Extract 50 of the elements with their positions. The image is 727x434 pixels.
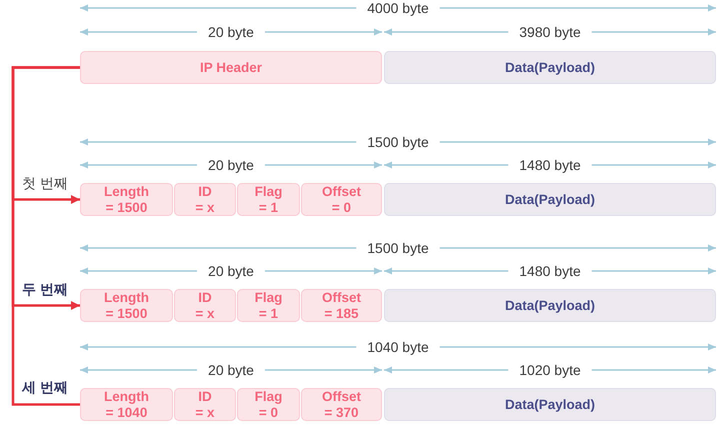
payload-box <box>384 289 716 322</box>
field-label: ID = x <box>194 290 216 322</box>
dimension-label: 20 byte <box>208 157 254 173</box>
field-label: Offset = 370 <box>322 388 361 420</box>
header-field-box <box>174 289 236 322</box>
header-field-box <box>237 289 300 322</box>
dimension-label: 1480 byte <box>519 157 581 173</box>
field-label: ID = x <box>194 184 216 216</box>
field-label: Flag = 1 <box>254 290 282 322</box>
header-field-box <box>80 289 173 322</box>
branch-connector <box>12 66 80 406</box>
field-label: Flag = 1 <box>254 184 282 216</box>
field-label: Data(Payload) <box>504 192 596 208</box>
dimension-label: 20 byte <box>208 362 254 378</box>
field-label: IP Header <box>200 60 262 76</box>
header-field-box <box>80 183 173 216</box>
header-field-box <box>174 183 236 216</box>
dimension-label: 1500 byte <box>367 240 429 256</box>
dimension-label: 1500 byte <box>367 134 429 150</box>
dimension-label: 20 byte <box>208 24 254 40</box>
dimension-label: 3980 byte <box>519 24 581 40</box>
field-label: Offset = 185 <box>322 290 361 322</box>
field-label: ID = x <box>194 388 216 420</box>
dimension-label: 4000 byte <box>367 0 429 16</box>
dimension-label: 1040 byte <box>367 339 429 355</box>
field-label: Length = 1500 <box>104 290 149 322</box>
row-label: 세 번째 <box>22 379 68 395</box>
payload-box <box>384 183 716 216</box>
header-field-box <box>237 388 300 421</box>
payload-box <box>384 388 716 421</box>
header-field-box <box>174 388 236 421</box>
row-label: 두 번째 <box>22 281 68 297</box>
field-label: Data(Payload) <box>504 396 596 412</box>
header-field-box <box>301 289 382 322</box>
header-field-box <box>301 183 382 216</box>
dimension-label: 1020 byte <box>519 362 581 378</box>
header-field-box <box>80 388 173 421</box>
field-label: Data(Payload) <box>504 60 596 76</box>
header-box <box>80 51 382 84</box>
row-label: 첫 번째 <box>22 175 68 191</box>
field-label: Length = 1500 <box>104 184 149 216</box>
payload-box <box>384 51 716 84</box>
field-label: Length = 1040 <box>104 388 149 420</box>
field-label: Flag = 0 <box>254 388 282 420</box>
field-label: Offset = 0 <box>322 184 361 216</box>
header-field-box <box>237 183 300 216</box>
header-field-box <box>301 388 382 421</box>
dimension-label: 20 byte <box>208 263 254 279</box>
dimension-label: 1480 byte <box>519 263 581 279</box>
field-label: Data(Payload) <box>504 298 596 314</box>
